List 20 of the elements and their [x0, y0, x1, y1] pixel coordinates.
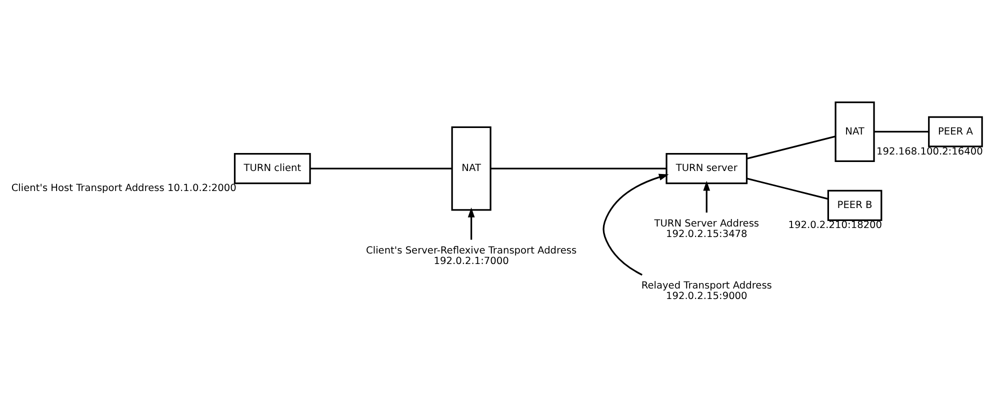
node-box: NAT [834, 101, 875, 162]
node-text: TURN Server Address 192.0.2.15:3478 [654, 218, 760, 240]
node-label: 192.0.2.210:18200 [788, 220, 882, 231]
arrow [468, 208, 475, 240]
arrow [602, 174, 669, 276]
node-label: 192.168.100.2:16400 [876, 146, 983, 158]
node-box: NAT [451, 126, 492, 211]
node-text: Relayed Transport Address 192.0.2.15:9000 [641, 280, 772, 302]
node-box: PEER A [928, 116, 983, 148]
node-text: Client's Server-Reflexive Transport Address 192.0.2.1:7000 [366, 245, 577, 268]
connector [874, 130, 929, 133]
connector [746, 178, 828, 200]
node-box: PEER B [827, 190, 882, 221]
arrow [703, 180, 710, 213]
connector [746, 136, 836, 160]
node-box: TURN server [666, 153, 748, 184]
connector [310, 168, 452, 170]
connector [490, 168, 666, 170]
node-label: Client's Host Transport Address 10.1.0.2:2000 [11, 183, 236, 194]
node-box: TURN client [234, 153, 311, 184]
